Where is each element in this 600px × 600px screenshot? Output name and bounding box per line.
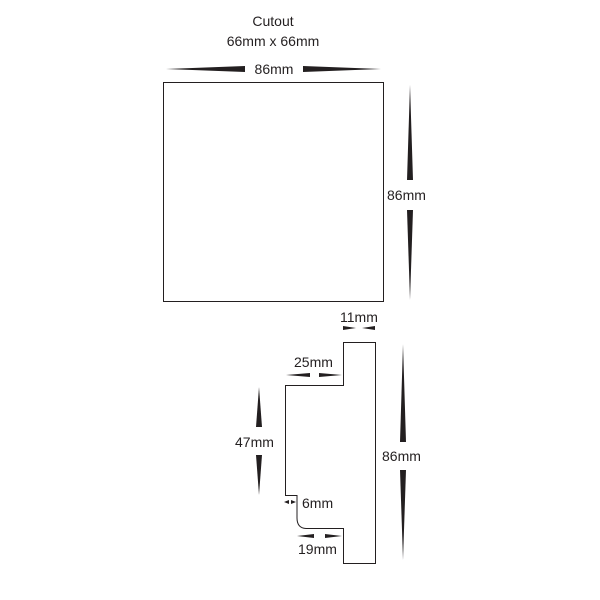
depth-label: 11mm	[340, 309, 378, 325]
cutout-size: 66mm x 66mm	[227, 33, 320, 49]
height-arrow-bottom	[407, 210, 413, 300]
body-height-arrow-bottom	[256, 455, 262, 495]
bottom-step-arrow-left	[297, 534, 314, 538]
lip-arrow-right	[291, 500, 296, 504]
lip-label: 6mm	[302, 495, 333, 511]
front-height-label: 86mm	[387, 187, 426, 203]
front-width-label: 86mm	[255, 61, 294, 77]
side-height-label: 86mm	[382, 448, 421, 464]
side-profile	[285, 342, 376, 564]
bottom-step-label: 19mm	[298, 541, 337, 557]
front-view-square	[163, 82, 384, 302]
body-height-arrow-top	[256, 387, 262, 427]
side-height-arrow-top	[400, 344, 406, 442]
top-step-label: 25mm	[294, 354, 333, 370]
width-arrow-left	[166, 66, 245, 72]
side-height-arrow-bottom	[400, 470, 406, 560]
top-step-arrow-left	[286, 373, 310, 377]
depth-arrow-left	[343, 326, 356, 330]
depth-arrow-right	[362, 326, 375, 330]
height-arrow-top	[407, 85, 413, 180]
body-height-label: 47mm	[235, 434, 274, 450]
lip-arrow-left	[284, 500, 289, 504]
width-arrow-right	[303, 66, 381, 72]
bottom-step-arrow-right	[325, 534, 342, 538]
top-step-arrow-right	[319, 373, 342, 377]
cutout-title: Cutout	[252, 13, 293, 29]
